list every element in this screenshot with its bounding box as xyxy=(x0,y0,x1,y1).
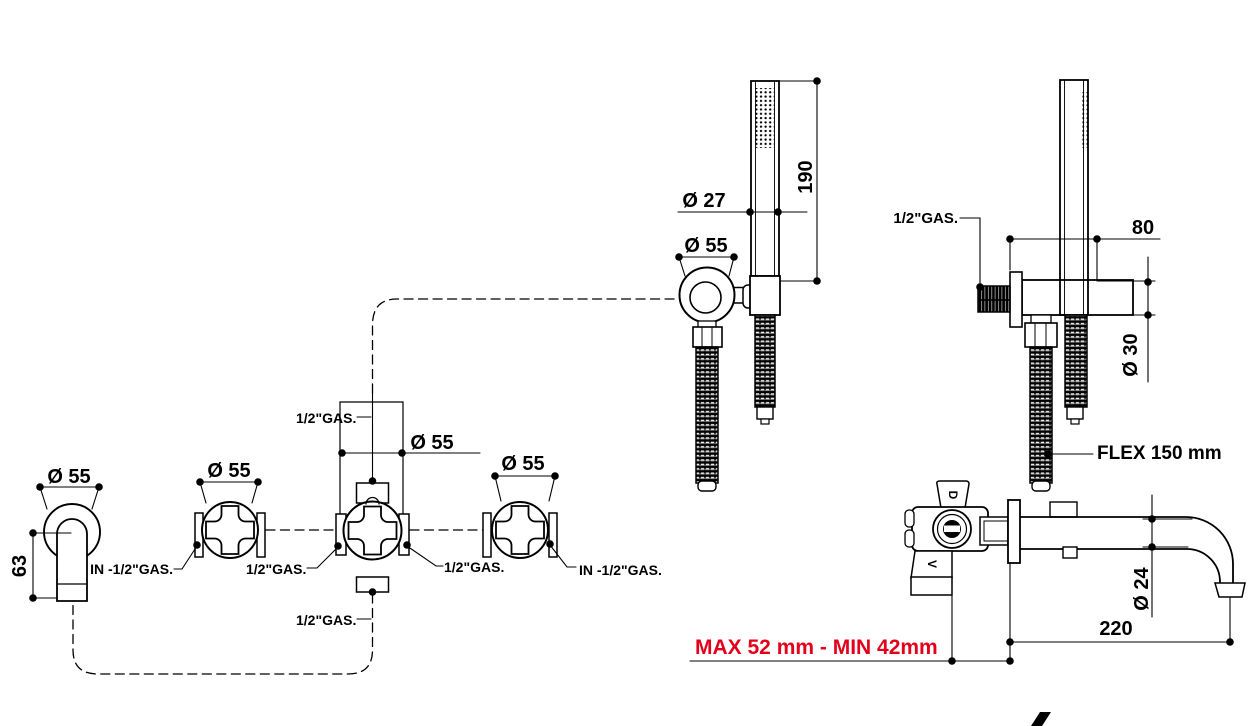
valve-body-foot xyxy=(910,576,953,596)
handshower-offset-label: 80 xyxy=(1131,217,1155,239)
wall-plate xyxy=(1007,499,1021,564)
spout-outlet-tip xyxy=(1214,582,1246,598)
right-handle-front-view xyxy=(482,472,577,568)
diverter-dims xyxy=(306,392,481,620)
cross-handle-glyph xyxy=(495,505,545,555)
cross-handle-glyph xyxy=(347,505,398,556)
flex-hose xyxy=(695,346,719,484)
spout-diameter-label: Ø 55 xyxy=(47,466,91,488)
right-handle-inlet-label: IN -1/2"GAS. xyxy=(579,562,662,578)
spout-reach-label: 220 xyxy=(1099,618,1133,640)
left-handle-inlet-label: IN -1/2"GAS. xyxy=(90,561,173,577)
handshower-front-view xyxy=(675,77,821,492)
left-handle-diameter-label: Ø 55 xyxy=(207,460,251,482)
pipe-diverter-to-handshower xyxy=(371,298,677,394)
valve-body-mark-top: D xyxy=(946,490,960,500)
handshower-holder-diameter-label: Ø 55 xyxy=(684,235,728,257)
handshower-wand-diameter-label: Ø 27 xyxy=(682,190,726,212)
diverter-top-port-label: 1/2"GAS. xyxy=(296,410,357,426)
spout-dims xyxy=(32,486,100,599)
diverter-bottom-port-label: 1/2"GAS. xyxy=(296,612,357,628)
spout-side-diameter-label: Ø 24 xyxy=(1131,567,1153,611)
diverter-left-port-label: 1/2"GAS. xyxy=(246,561,307,577)
diverter-front-view xyxy=(306,392,481,620)
right-handle-dims xyxy=(494,475,577,568)
valve-body-mark-bottom: V xyxy=(925,559,939,568)
spout-tube-side xyxy=(1019,516,1234,584)
flex-hose xyxy=(754,314,776,408)
spout-front-view xyxy=(29,483,103,602)
dashed-pipe-routes xyxy=(72,298,677,675)
spout-outlet-union xyxy=(979,516,1009,546)
pipe-diverter-to-spout xyxy=(72,593,374,675)
flex-hose-label: FLEX 150 mm xyxy=(1097,443,1222,464)
handshower-length-label: 190 xyxy=(795,160,817,194)
cross-handle-glyph xyxy=(205,505,255,555)
threaded-nipple xyxy=(977,285,1011,313)
diverter-inwall-box xyxy=(339,401,404,515)
holder-block xyxy=(749,275,781,316)
handshower-side-view xyxy=(959,79,1161,492)
handshower-gas-label: 1/2"GAS. xyxy=(893,210,958,227)
right-handle-diameter-label: Ø 55 xyxy=(501,453,545,475)
spout-tube xyxy=(56,518,88,602)
handshower-outlet-diameter-label: Ø 30 xyxy=(1120,333,1142,377)
hose-nut-side xyxy=(1024,322,1058,348)
wall-depth-range-label: MAX 52 mm - MIN 42mm xyxy=(695,636,938,659)
spray-face-dots xyxy=(755,88,775,148)
spout-height-label: 63 xyxy=(9,554,31,578)
diverter-dome xyxy=(365,496,380,505)
flex-hose xyxy=(1064,314,1088,408)
spout-side-view xyxy=(689,480,1246,665)
left-handle-front-view xyxy=(173,478,266,570)
flex-hose xyxy=(1029,346,1053,484)
valve-body-top-tab xyxy=(936,480,970,509)
hose-nut xyxy=(692,326,723,348)
diverter-right-port-label: 1/2"GAS. xyxy=(444,559,505,575)
spray-face-dots-side xyxy=(1082,92,1088,148)
logo-slash-mark xyxy=(1031,712,1051,726)
wall-plate xyxy=(1009,271,1023,328)
diverter-diameter-label: Ø 55 xyxy=(410,432,454,454)
